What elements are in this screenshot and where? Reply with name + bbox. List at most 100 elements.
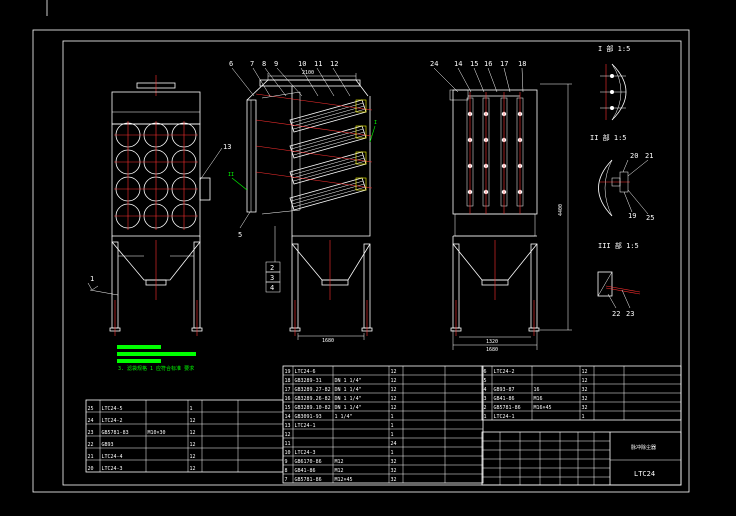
bom-cell: 32 — [391, 459, 397, 465]
bom-cell: 12 — [391, 405, 397, 411]
bom-cell: 3 — [484, 396, 487, 402]
balloon-6: 6 — [229, 60, 233, 68]
bom-cell: M12 — [335, 459, 344, 465]
bom-left-table: 252423222120LTC24-5LTC24-2GB5781-83GB93L… — [85, 399, 284, 473]
bom-cell: 16 — [285, 396, 291, 402]
bom-cell: 2 — [484, 405, 487, 411]
bom-cell: LTC24-2 — [102, 418, 123, 424]
balloon-1: 1 — [90, 275, 94, 283]
bom-cell: GB93 — [102, 442, 114, 448]
bom-cell: 23 — [88, 430, 94, 436]
bom-cell: 32 — [391, 468, 397, 474]
bom-cell: 5 — [484, 378, 487, 384]
bom-cell: 12 — [391, 387, 397, 393]
bom-cell: 10 — [285, 450, 291, 456]
bom-cell: 12 — [190, 418, 196, 424]
bom-cell: GB3289.26-82 — [295, 396, 331, 402]
balloon-18: 18 — [518, 60, 526, 68]
balloon-14: 14 — [454, 60, 462, 68]
bom-cell: DN 1 1/4" — [335, 387, 362, 393]
bom-cell: 16 — [534, 387, 540, 393]
bom-cell: LTC24-6 — [295, 369, 316, 375]
bom-cell: LTC24-1 — [295, 423, 316, 429]
callout-25: 25 — [646, 214, 654, 222]
callout-19: 19 — [628, 212, 636, 220]
bom-cell: 12 — [190, 466, 196, 472]
bom-cell: M10×30 — [148, 430, 166, 436]
bom-cell: DN 1 1/4" — [335, 405, 362, 411]
detail-I-title: I 部 1:5 — [598, 44, 630, 53]
bom-cell: LTC24-3 — [295, 450, 316, 456]
balloon-12: 12 — [330, 60, 338, 68]
bom-cell: 12 — [391, 369, 397, 375]
callout-22: 22 — [612, 310, 620, 318]
bom-cell: 32 — [582, 405, 588, 411]
note-bar-1 — [117, 345, 161, 349]
bom-cell: 13 — [285, 423, 291, 429]
front-view — [109, 75, 211, 336]
bom-cell: 1 1/4" — [335, 414, 353, 420]
bom-cell: 12 — [582, 369, 588, 375]
detail-I: I 部 1:5 — [598, 44, 630, 121]
balloon-24: 24 — [430, 60, 438, 68]
bom-cell: GB41-86 — [494, 396, 515, 402]
bom-cell: 12 — [391, 396, 397, 402]
note-bar-2 — [117, 352, 196, 356]
box-3-label: 3 — [270, 274, 274, 282]
balloon-15: 15 — [470, 60, 478, 68]
note-text: 3. 滤袋规格 1 应符合标准 要求 — [118, 365, 194, 372]
bom-cell: 1 — [190, 406, 193, 412]
mark-I: I — [374, 120, 377, 126]
bom-cell: 12 — [190, 454, 196, 460]
bom-cell: 24 — [391, 441, 397, 447]
bom-cell: 12 — [285, 432, 291, 438]
bom-cell: GB93-87 — [494, 387, 515, 393]
title-name: 脉冲除尘器 — [631, 444, 656, 451]
balloon-5: 5 — [238, 231, 242, 239]
inner-border — [62, 40, 682, 486]
bom-cell: GB41-86 — [295, 468, 316, 474]
title-block: 脉冲除尘器 LTC24 — [481, 431, 682, 486]
bom-cell: GB5781-83 — [102, 430, 129, 436]
bom-cell: 1 — [484, 414, 487, 420]
bom-cell: 32 — [582, 387, 588, 393]
balloon-9: 9 — [274, 60, 278, 68]
bom-cell: M12 — [335, 468, 344, 474]
balloon-11: 11 — [314, 60, 322, 68]
side-view: I II 2100 1680 — [228, 70, 377, 344]
bom-cell: 1 — [391, 414, 394, 420]
bom-cell: 25 — [88, 406, 94, 412]
bom-cell: M12×45 — [335, 477, 353, 483]
bom-cell: 21 — [88, 454, 94, 460]
bom-cell: 12 — [190, 442, 196, 448]
bom-cell: 1 — [582, 414, 585, 420]
bom-cell: 12 — [582, 378, 588, 384]
bom-cell: GB5781-86 — [494, 405, 521, 411]
detail-II: II 部 1:5 20 21 19 25 — [590, 133, 654, 222]
note-bar-3 — [117, 359, 161, 363]
bom-cell: LTC24-1 — [494, 414, 515, 420]
box-4-label: 4 — [270, 284, 274, 292]
callout-20: 20 — [630, 152, 638, 160]
balloon-8: 8 — [262, 60, 266, 68]
bom-cell: GB5781-86 — [295, 477, 322, 483]
callout-23: 23 — [626, 310, 634, 318]
bom-cell: 9 — [285, 459, 288, 465]
rear-view: 1320 1680 4400 — [449, 83, 572, 353]
bom-cell: M16×45 — [534, 405, 552, 411]
bom-right-table: 654321LTC24-2GB93-87GB41-86GB5781-86LTC2… — [481, 365, 682, 421]
box-4 — [265, 281, 281, 293]
outer-border — [32, 29, 690, 493]
dim-height: 4400 — [558, 204, 564, 216]
bom-cell: 18 — [285, 378, 291, 384]
bom-cell: 32 — [582, 396, 588, 402]
balloon-7: 7 — [250, 60, 254, 68]
dim-top: 2100 — [302, 70, 314, 76]
bom-cell: 24 — [88, 418, 94, 424]
detail-III: III 部 1:5 22 23 — [597, 241, 641, 318]
dim-bottom-r1: 1320 — [486, 339, 498, 345]
bom-cell: 19 — [285, 369, 291, 375]
bom-cell: LTC24-2 — [494, 369, 515, 375]
bom-cell: 14 — [285, 414, 291, 420]
